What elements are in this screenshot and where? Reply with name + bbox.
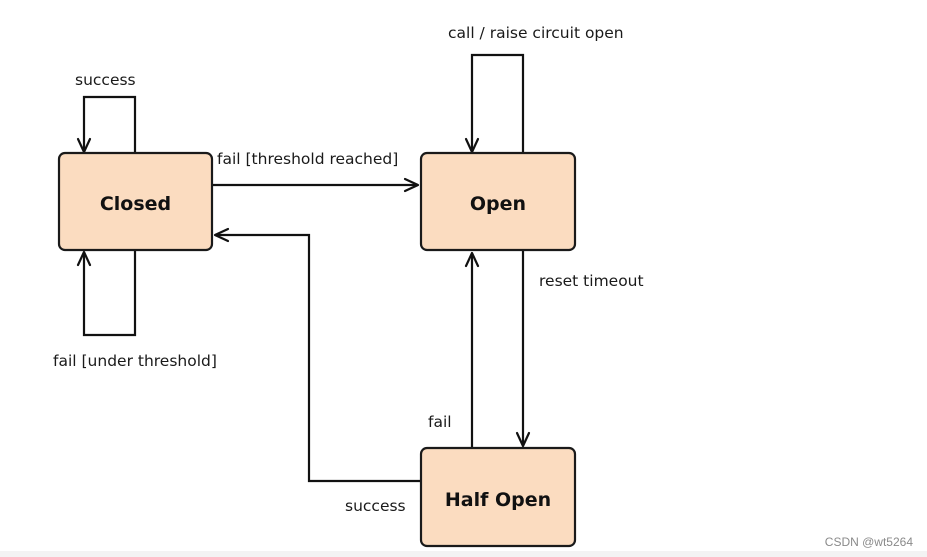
half-open-to-closed-edge <box>213 227 420 483</box>
open-call-loop <box>464 53 525 154</box>
closed-to-open-edge <box>213 177 420 193</box>
state-open: Open <box>419 151 577 252</box>
arrowhead-icon <box>213 227 230 243</box>
state-open-label: Open <box>470 193 526 215</box>
state-closed-label: Closed <box>100 193 171 215</box>
bottom-strip <box>0 551 927 557</box>
state-half-open-label: Half Open <box>445 489 551 511</box>
arrowhead-icon <box>76 250 92 267</box>
watermark: CSDN @wt5264 <box>824 535 913 549</box>
open-to-half-open-label: reset timeout <box>539 272 644 290</box>
closed-fail-loop-label: fail [under threshold] <box>53 352 217 370</box>
arrowhead-icon <box>515 431 531 448</box>
state-half-open: Half Open <box>419 446 577 548</box>
open-call-loop-label: call / raise circuit open <box>448 24 624 42</box>
state-closed: Closed <box>57 151 214 252</box>
half-open-to-open-edge <box>464 251 480 448</box>
closed-success-loop <box>76 95 137 154</box>
open-to-half-open-edge <box>515 251 531 448</box>
half-open-to-closed-label: success <box>345 497 406 515</box>
arrowhead-icon <box>464 251 480 268</box>
closed-success-loop-label: success <box>75 71 136 89</box>
arrowhead-icon <box>403 177 420 193</box>
closed-fail-loop <box>76 250 137 337</box>
half-open-to-open-label: fail <box>428 413 452 431</box>
closed-to-open-label: fail [threshold reached] <box>217 150 398 168</box>
